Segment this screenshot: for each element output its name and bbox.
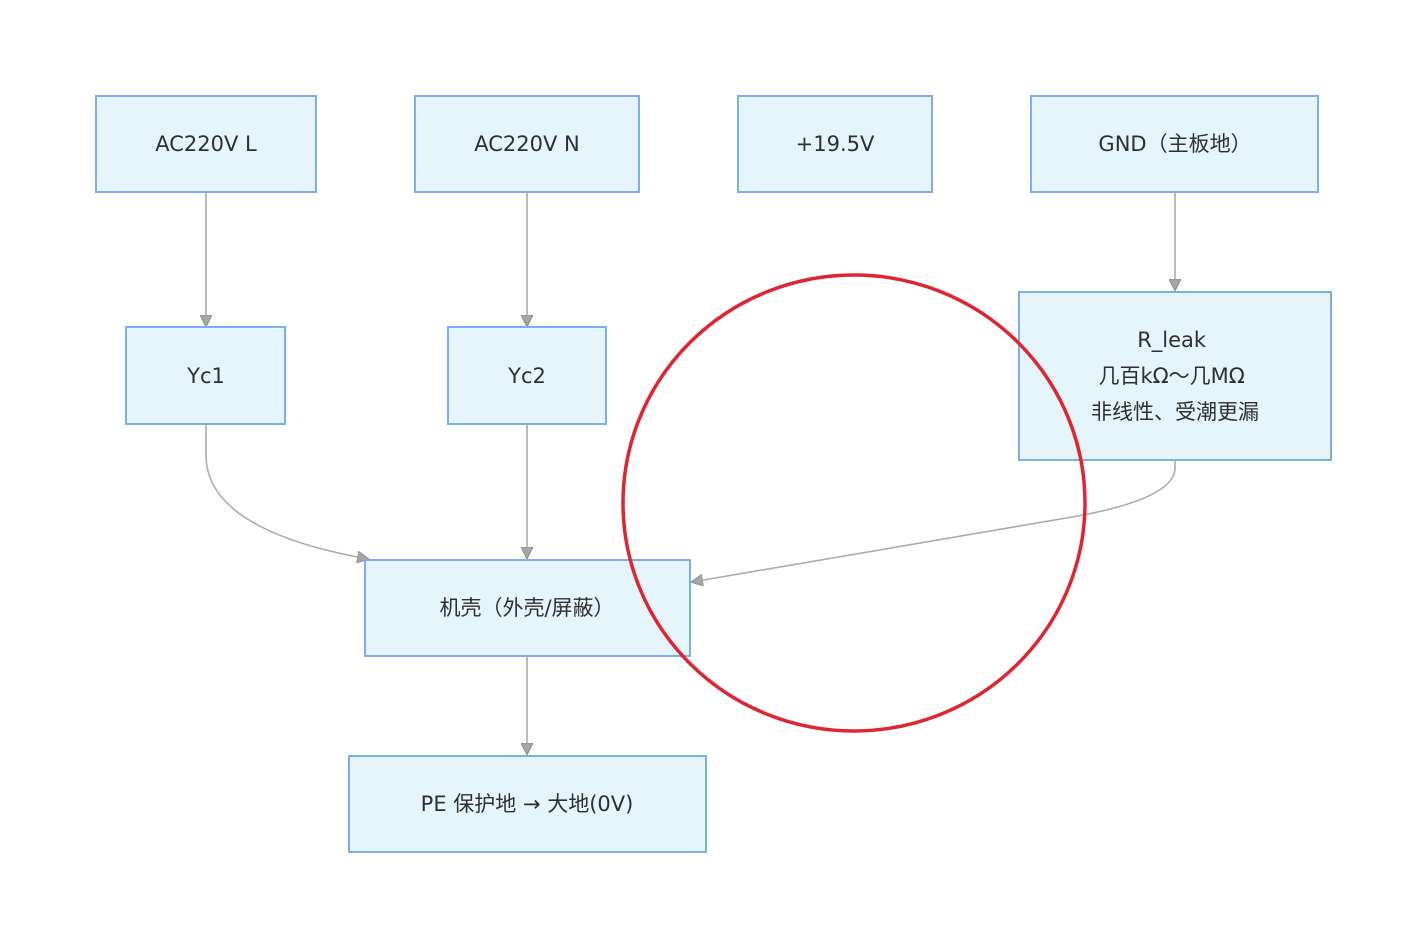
svg-text:Yc1: Yc1: [186, 364, 225, 388]
node-gnd: GND（主板地）: [1030, 95, 1319, 193]
node-yc1-label: Yc1: [186, 364, 225, 388]
node-r-leak-range: 几百kΩ～几MΩ: [1098, 364, 1244, 388]
node-r-leak: R_leak 几百kΩ～几MΩ 非线性、受潮更漏: [1018, 291, 1332, 461]
node-yc2: Yc2: [447, 326, 607, 425]
node-ac220v-l: AC220V L: [95, 95, 317, 193]
node-gnd-label: GND（主板地）: [1098, 132, 1251, 156]
highlight-circle: [621, 273, 1087, 733]
node-yc2-label: Yc2: [507, 364, 546, 388]
node-19-5v-label: +19.5V: [796, 132, 875, 156]
node-pe-ground: PE 保护地 → 大地(0V): [348, 755, 707, 853]
edges: [206, 192, 1175, 754]
svg-text:AC220V N: AC220V N: [474, 132, 580, 156]
node-pe-ground-label: PE 保护地 → 大地(0V): [421, 792, 634, 816]
edge-yc1-to-chassis: [205, 424, 368, 559]
node-ac220v-n-label: AC220V N: [474, 132, 580, 156]
edge-rleak-to-chassis: [692, 460, 1176, 582]
node-ac220v-l-label: AC220V L: [155, 132, 257, 156]
node-19-5v: +19.5V: [737, 95, 933, 193]
node-ac220v-n: AC220V N: [414, 95, 640, 193]
node-yc1: Yc1: [125, 326, 286, 425]
svg-text:机壳（外壳/屏蔽）: 机壳（外壳/屏蔽）: [439, 596, 614, 620]
svg-text:+19.5V: +19.5V: [796, 132, 875, 156]
node-r-leak-note: 非线性、受潮更漏: [1091, 400, 1259, 424]
svg-text:GND（主板地）: GND（主板地）: [1098, 132, 1251, 156]
node-r-leak-name: R_leak: [1137, 328, 1207, 353]
svg-text:Yc2: Yc2: [507, 364, 546, 388]
svg-text:R_leak 几百kΩ～几MΩ 非线: R_leak 几百kΩ～几MΩ 非线性、受潮更漏: [1091, 328, 1259, 424]
node-chassis-label: 机壳（外壳/屏蔽）: [439, 596, 614, 620]
svg-text:AC220V L: AC220V L: [155, 132, 257, 156]
svg-text:PE 保护地 → 大地(0V): PE 保护地 → 大地(0V): [421, 792, 634, 816]
node-chassis: 机壳（外壳/屏蔽）: [364, 559, 691, 657]
